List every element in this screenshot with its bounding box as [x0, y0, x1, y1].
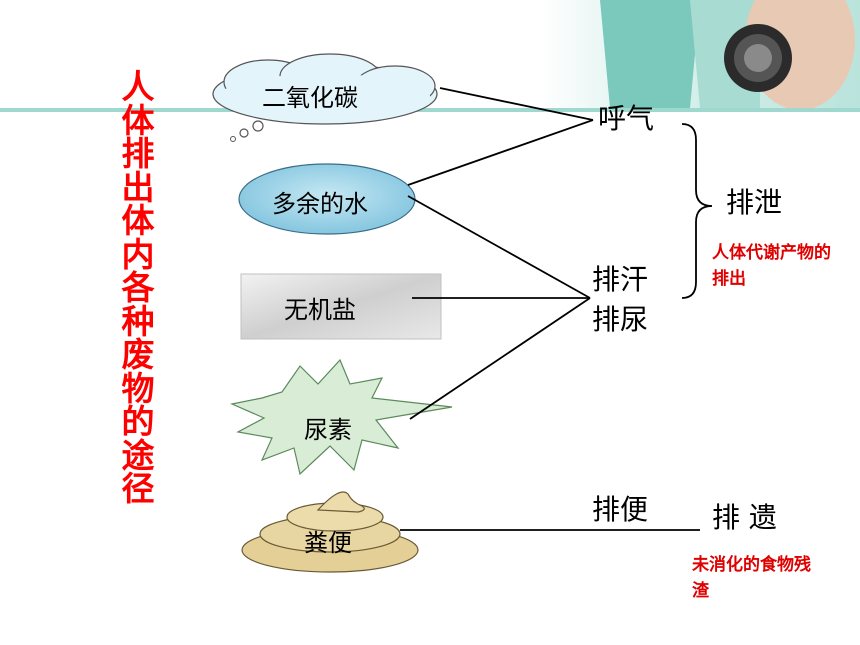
excretion-definition-note: 人体代谢产物的排出 [712, 243, 831, 289]
header-photo [0, 0, 860, 112]
node-co2-label: 二氧化碳 [262, 84, 358, 112]
connector-lines [400, 87, 700, 531]
outcome-exhale-label: 呼气 [598, 102, 655, 135]
feces-pile-shape [241, 491, 419, 573]
outcome-egestion-label: 排 遗 [712, 501, 777, 534]
outcome-sweat-label: 排汗 [592, 263, 649, 296]
grouping-brace [681, 123, 713, 299]
outcome-urine-label: 排尿 [592, 303, 649, 336]
node-water-label: 多余的水 [272, 190, 368, 218]
vertical-title: 人体排出体内各种废物的途径 [121, 67, 155, 508]
outcome-defecate-label: 排便 [592, 493, 649, 526]
outcome-excretion-label: 排泄 [726, 186, 783, 219]
node-urea-label: 尿素 [304, 416, 352, 444]
node-feces-label: 粪便 [304, 529, 352, 557]
node-salt-label: 无机盐 [284, 296, 356, 324]
salt-box-shape [240, 273, 442, 340]
co2-cloud-shape [212, 53, 438, 142]
urea-burst-shape [230, 358, 453, 476]
egestion-definition-note: 未消化的食物残渣 [692, 555, 811, 601]
